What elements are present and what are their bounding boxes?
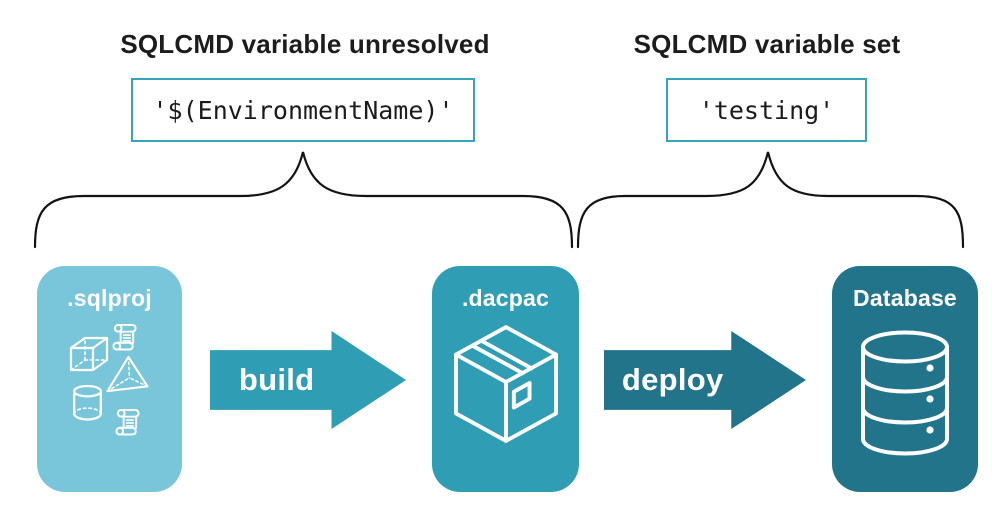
right-brace-icon bbox=[576, 151, 965, 249]
build-arrow-label: build bbox=[238, 362, 315, 397]
node-database: Database bbox=[832, 266, 978, 492]
deploy-arrow-label: deploy bbox=[621, 362, 724, 397]
code-box-unresolved: '$(EnvironmentName)' bbox=[131, 78, 475, 142]
database-cylinder-icon bbox=[861, 330, 949, 456]
left-brace-icon bbox=[33, 151, 574, 249]
heading-unresolved: SQLCMD variable unresolved bbox=[120, 29, 490, 59]
cube-icon bbox=[69, 336, 109, 372]
node-sqlproj-label: .sqlproj bbox=[67, 285, 152, 311]
build-arrow: build bbox=[210, 331, 406, 429]
script-scroll-icon bbox=[112, 323, 137, 351]
code-box-set: 'testing' bbox=[666, 78, 867, 142]
pyramid-icon bbox=[106, 355, 149, 393]
script-scroll-icon bbox=[115, 408, 140, 436]
package-box-icon bbox=[453, 325, 558, 443]
deploy-arrow: deploy bbox=[604, 331, 806, 429]
code-unresolved-value: '$(EnvironmentName)' bbox=[152, 95, 454, 125]
node-sqlproj: .sqlproj bbox=[37, 266, 182, 492]
heading-set: SQLCMD variable set bbox=[633, 29, 901, 59]
cylinder-icon bbox=[73, 384, 102, 421]
node-dacpac-label: .dacpac bbox=[461, 285, 550, 311]
code-set-value: 'testing' bbox=[698, 95, 835, 125]
node-dacpac: .dacpac bbox=[432, 266, 579, 492]
node-database-label: Database bbox=[853, 285, 957, 311]
